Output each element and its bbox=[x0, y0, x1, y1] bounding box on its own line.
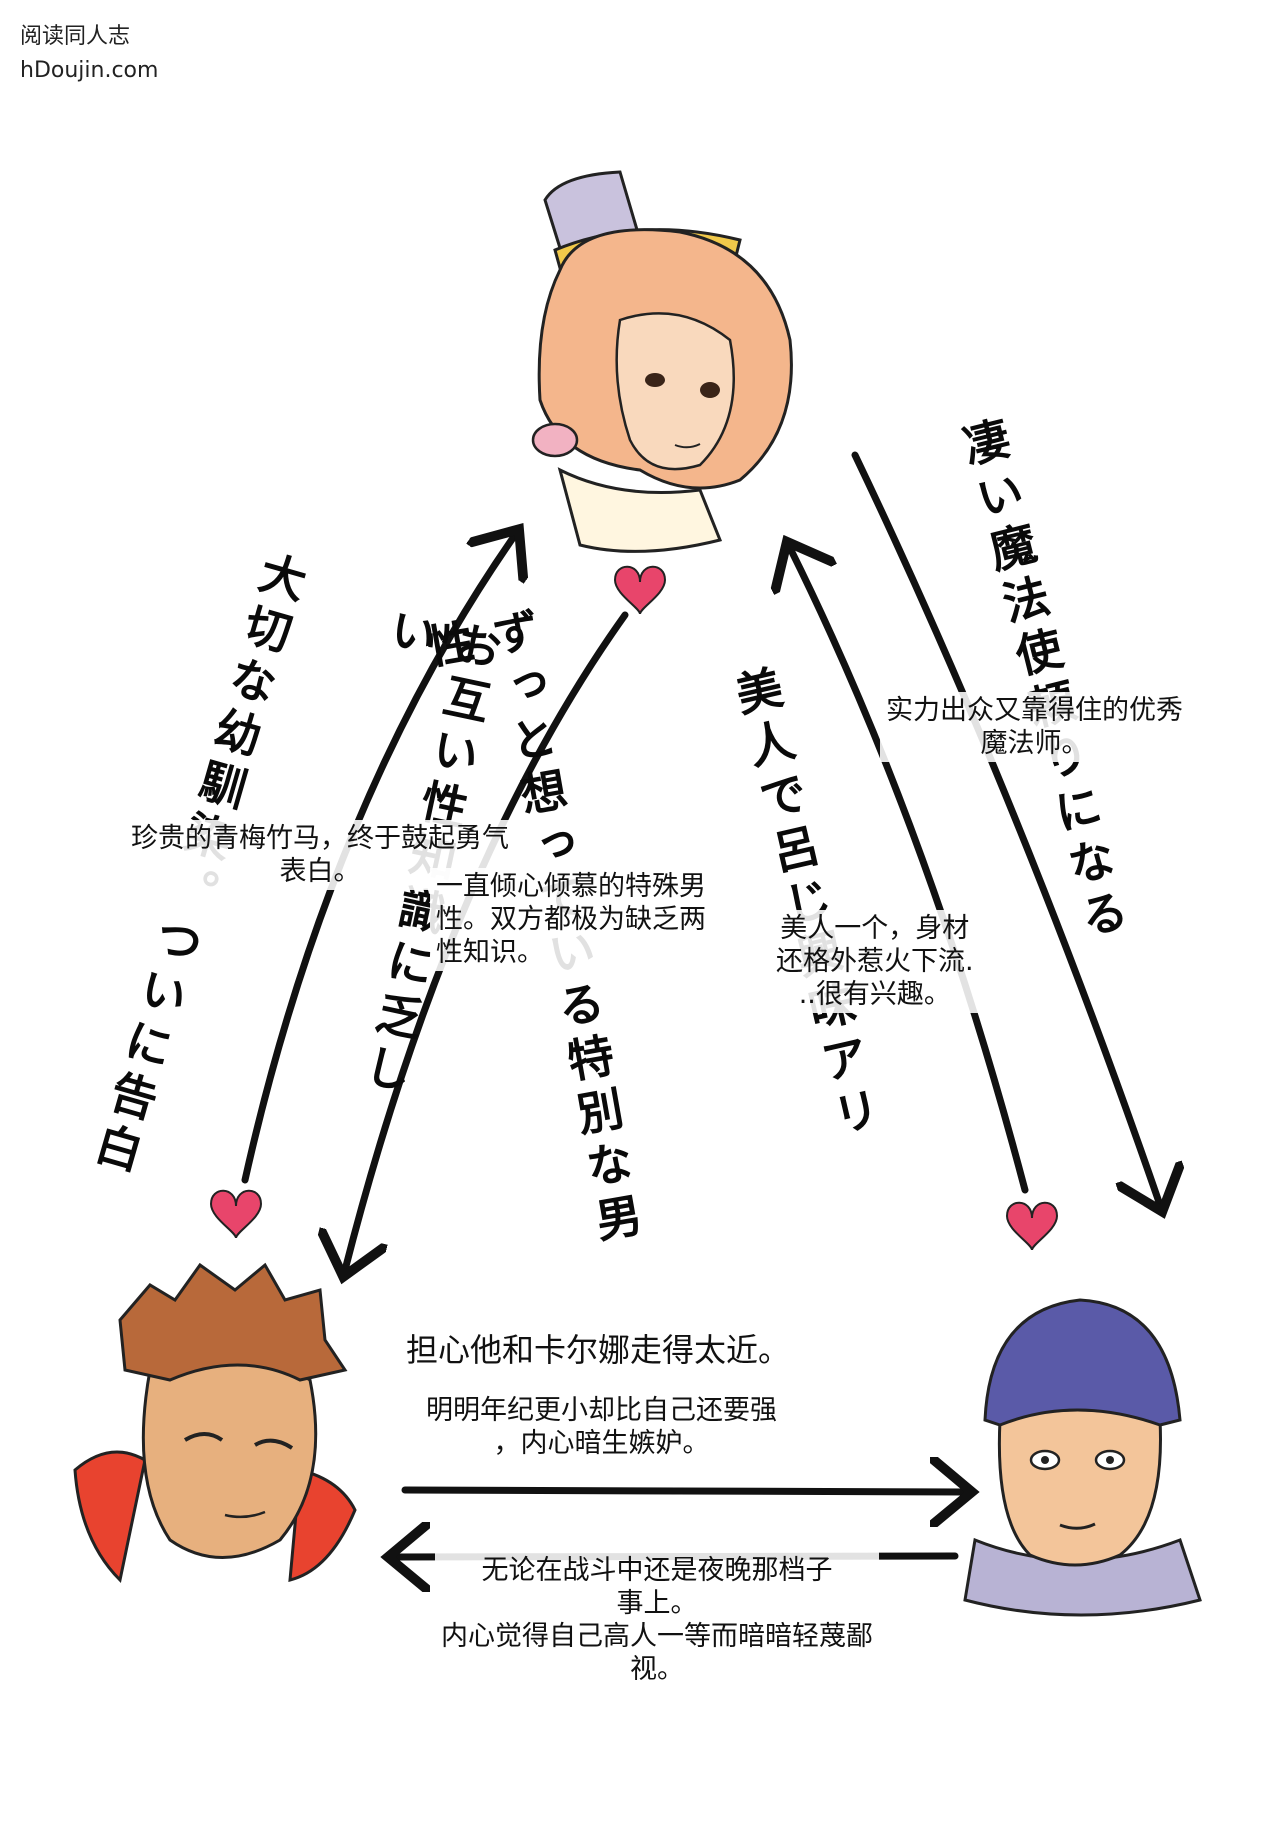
redboy-jacket bbox=[73, 1450, 357, 1584]
girl-face bbox=[615, 312, 735, 471]
blueboy-hair bbox=[983, 1298, 1182, 1427]
girl-eye-right bbox=[700, 382, 720, 398]
heart-icon bbox=[1005, 1201, 1059, 1251]
heart-icon bbox=[613, 565, 667, 615]
girl-hair-tie bbox=[531, 422, 579, 458]
redboy-portrait bbox=[65, 1262, 375, 1585]
arrow-girl-to-blueboy bbox=[851, 451, 1160, 1205]
redboy-hair bbox=[118, 1262, 348, 1382]
girl-mouth bbox=[674, 443, 701, 449]
heart-icon bbox=[209, 1189, 263, 1239]
blueboy-portrait bbox=[925, 1298, 1225, 1617]
girl-eye-left bbox=[645, 373, 665, 387]
caption-bottom-top: 担心他和卡尔娜走得太近。 bbox=[406, 1331, 791, 1369]
watermark-title: 阅读同人志 bbox=[20, 24, 131, 49]
caption-bottom-low: 无论在战斗中还是夜晚那档子 事上。 内心觉得自己高人一等而暗暗轻蔑鄙 视。 bbox=[435, 1552, 879, 1688]
watermark-url: hDoujin.com bbox=[20, 58, 159, 83]
redboy-eye-right bbox=[253, 1438, 294, 1450]
girl-collar bbox=[557, 467, 723, 553]
arrow-blueboy-to-girl bbox=[790, 548, 1029, 1194]
redboy-mouth bbox=[224, 1510, 266, 1519]
redboy-face bbox=[141, 1350, 318, 1559]
redboy-eye-left bbox=[183, 1432, 224, 1442]
caption-center: 一直倾心倾慕的特殊男 性。双方都极为缺乏两 性知识。 bbox=[430, 868, 712, 971]
girl-portrait bbox=[531, 170, 793, 553]
caption-right: 美人一个，身材 还格外惹火下流. ..很有兴趣。 bbox=[770, 910, 980, 1013]
watermark: 阅读同人志 hDoujin.com bbox=[20, 20, 158, 88]
blueboy-mouth bbox=[1059, 1522, 1096, 1530]
arrow-redboy-to-blueboy bbox=[401, 1490, 965, 1492]
caption-bottom-mid: 明明年纪更小却比自己还要强 ，内心暗生嫉妒。 bbox=[420, 1392, 783, 1462]
caption-top-right: 实力出众又靠得住的优秀 魔法师。 bbox=[880, 692, 1189, 762]
